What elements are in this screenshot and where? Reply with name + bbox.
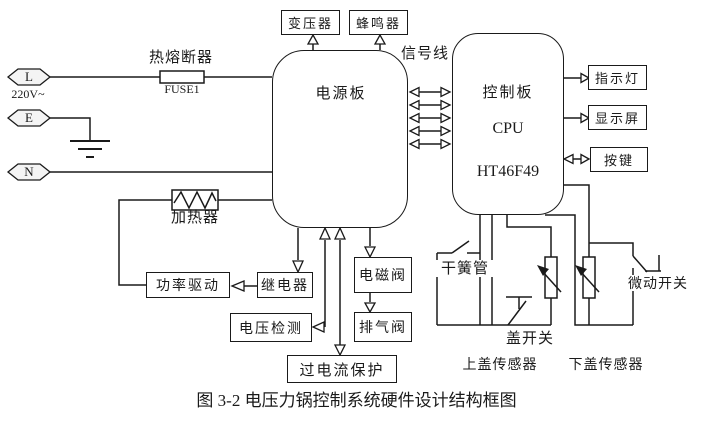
connector-N <box>6 163 52 181</box>
indicator-light-box: 指示灯 <box>588 65 647 90</box>
connector-E <box>6 109 52 127</box>
control-board <box>452 33 564 215</box>
power-board-label: 电源板 <box>315 85 367 102</box>
power-board <box>272 50 408 228</box>
mains-connectors <box>6 68 52 181</box>
fuse-ref-label: FUSE1 <box>164 82 200 96</box>
overcurrent-protect-box: 过电流保护 <box>287 355 397 383</box>
power-drive-box: 功率驱动 <box>146 272 230 298</box>
lower-lid-sensor-label: 下盖传感器 <box>568 356 644 372</box>
connector-E-label: E <box>25 110 33 125</box>
figure-caption: 图 3-2 电压力锅控制系统硬件设计结构框图 <box>196 391 517 410</box>
arrowheads <box>230 33 591 357</box>
voltage-detect-box: 电压检测 <box>230 313 312 342</box>
display-box: 显示屏 <box>588 105 647 130</box>
lid-switch-symbol <box>506 296 532 326</box>
upper-lid-sensor-wire <box>506 215 552 325</box>
thermistor-lower-symbol <box>582 256 596 299</box>
connector-N-label: N <box>24 164 34 179</box>
lid-switch-label: 盖开关 <box>505 330 554 347</box>
control-board-label: 控制板 <box>482 84 534 101</box>
resistor-heater-symbol <box>171 189 219 211</box>
control-board-model-label: HT46F49 <box>476 163 540 180</box>
relay-box: 继电器 <box>257 272 313 298</box>
micro-switch-label: 微动开关 <box>616 275 700 292</box>
fuse-symbol <box>159 70 205 84</box>
thermistor-arrows <box>537 265 600 293</box>
connector-L-label: L <box>25 69 33 84</box>
signal-bus-lines <box>419 91 441 145</box>
signal-line-label: 信号线 <box>400 45 449 62</box>
ground-icon <box>70 140 110 158</box>
lower-lid-sensor-wire <box>545 184 633 326</box>
transformer-box: 变压器 <box>281 10 340 35</box>
keys-box: 按键 <box>590 147 648 172</box>
earth-wire <box>50 117 91 141</box>
control-board-cpu-label: CPU <box>492 120 524 137</box>
buzzer-box: 蜂鸣器 <box>349 10 408 35</box>
heater-label: 加热器 <box>170 209 219 226</box>
exhaust-valve-box: 排气阀 <box>354 312 412 342</box>
upper-lid-sensor-label: 上盖传感器 <box>462 356 538 372</box>
reed-switch-label: 干簧管 <box>436 260 494 278</box>
solenoid-valve-box: 电磁阀 <box>354 257 412 293</box>
thermistor-upper-symbol <box>544 256 558 299</box>
mains-voltage-label: 220V~ <box>11 87 45 101</box>
connector-L <box>6 68 52 86</box>
thermal-fuse-label: 热熔断器 <box>148 49 213 66</box>
